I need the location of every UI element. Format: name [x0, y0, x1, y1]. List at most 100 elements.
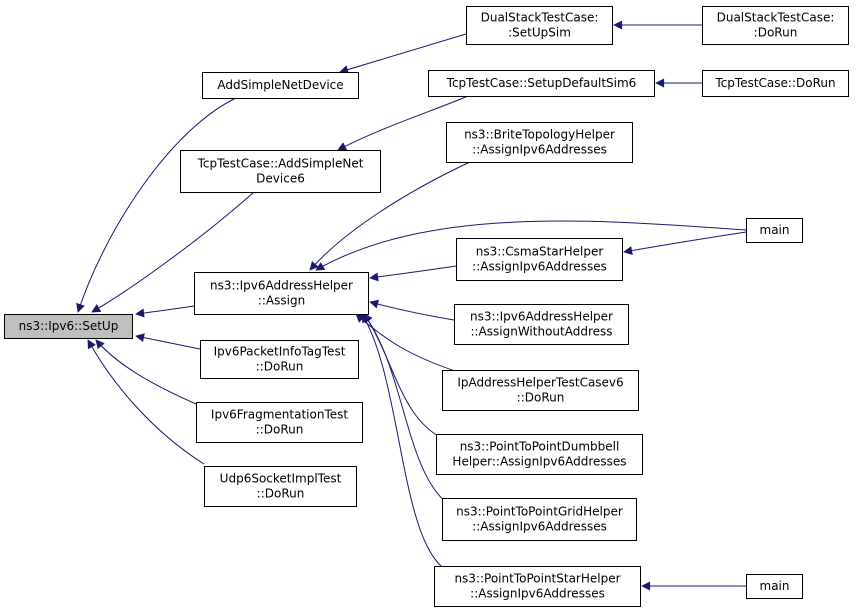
node-label-line: main — [760, 223, 790, 237]
node-label-line: :DoRun — [754, 26, 798, 40]
edge-iptest-to-assign — [355, 313, 459, 373]
node-main1[interactable]: main — [746, 218, 803, 243]
node-star[interactable]: ns3::PointToPointStarHelper::AssignIpv6A… — [434, 566, 641, 607]
edge-tcp_add6-to-setup — [91, 191, 255, 313]
node-label-line: ::DoRun — [256, 423, 304, 437]
edge-add_simple-to-setup — [76, 97, 237, 313]
edge-line — [76, 97, 237, 313]
node-box — [702, 6, 849, 45]
node-box — [746, 218, 803, 243]
node-main2[interactable]: main — [746, 574, 803, 599]
node-box — [4, 314, 133, 339]
node-label-line: ::AssignIpv6Addresses — [472, 520, 607, 534]
edge-main1-to-csma — [623, 231, 747, 256]
node-label-line: TcpTestCase::DoRun — [714, 76, 835, 90]
node-label-line: main — [760, 579, 790, 593]
edge-line — [315, 220, 747, 271]
node-box — [436, 434, 643, 475]
node-label-line: Ipv6FragmentationTest — [211, 408, 348, 422]
edge-assign-to-setup — [135, 305, 195, 318]
edge-line — [339, 33, 467, 74]
node-label-line: AddSimpleNetDevice — [217, 78, 343, 92]
edge-line — [361, 313, 447, 571]
edge-dumbbell-to-assign — [363, 313, 447, 441]
node-label-line: ns3::Ipv6AddressHelper — [210, 279, 353, 293]
edge-star-to-assign — [361, 313, 447, 571]
edge-pktinfo-to-setup — [135, 333, 201, 350]
edge-line — [337, 95, 469, 151]
node-label-line: Udp6SocketImplTest — [220, 472, 342, 486]
edge-line — [309, 161, 471, 271]
edge-udp6-to-setup — [87, 339, 205, 465]
edge-ds_setup-to-add_simple — [339, 33, 467, 74]
node-label-line: ::AssignIpv6Addresses — [472, 143, 607, 157]
node-tcp_dorun[interactable]: TcpTestCase::DoRun — [702, 70, 849, 97]
node-box — [434, 566, 641, 607]
node-box — [204, 466, 357, 507]
node-ds_dorun[interactable]: DualStackTestCase::DoRun — [702, 6, 849, 45]
edge-without-to-assign — [369, 299, 455, 321]
node-box — [442, 370, 639, 411]
node-label-line: ::Assign — [258, 294, 305, 308]
node-label-line: ::DoRun — [256, 360, 304, 374]
edge-line — [369, 299, 455, 321]
edge-csma-to-assign — [369, 265, 457, 282]
node-label-line: ns3::Ipv6::SetUp — [19, 319, 119, 333]
node-label-line: ns3::BriteTopologyHelper — [464, 128, 615, 142]
node-tcp_setup[interactable]: TcpTestCase::SetupDefaultSim6 — [428, 70, 655, 97]
node-label-line: Helper::AssignIpv6Addresses — [452, 455, 626, 469]
node-label-line: TcpTestCase::SetupDefaultSim6 — [446, 76, 637, 90]
edge-brite-to-assign — [309, 161, 471, 271]
edge-line — [95, 339, 197, 405]
edge-line — [363, 313, 449, 505]
node-label-line: ::AssignWithoutAddress — [470, 325, 612, 339]
node-label-line: ::AssignIpv6Addresses — [472, 260, 607, 274]
node-box — [746, 574, 803, 599]
node-box — [454, 304, 629, 345]
nodes-layer: ns3::Ipv6::SetUpAddSimpleNetDeviceTcpTes… — [4, 6, 849, 607]
node-box — [466, 6, 613, 45]
node-box — [200, 340, 359, 379]
node-box — [202, 72, 359, 99]
node-label-line: Device6 — [256, 172, 305, 186]
node-box — [442, 498, 637, 541]
node-grid[interactable]: ns3::PointToPointGridHelper::AssignIpv6A… — [442, 498, 637, 541]
edge-line — [369, 265, 457, 282]
node-ds_setup[interactable]: DualStackTestCase::SetUpSim — [466, 6, 613, 45]
node-label-line: TcpTestCase::AddSimpleNet — [197, 157, 364, 171]
node-udp6[interactable]: Udp6SocketImplTest::DoRun — [204, 466, 357, 507]
node-box — [180, 150, 381, 193]
node-setup[interactable]: ns3::Ipv6::SetUp — [4, 314, 133, 339]
edge-grid-to-assign — [363, 313, 449, 505]
node-frag[interactable]: Ipv6FragmentationTest::DoRun — [196, 402, 363, 443]
node-dumbbell[interactable]: ns3::PointToPointDumbbellHelper::AssignI… — [436, 434, 643, 475]
node-box — [428, 70, 655, 97]
node-add_simple[interactable]: AddSimpleNetDevice — [202, 72, 359, 99]
edge-line — [363, 313, 447, 441]
node-brite[interactable]: ns3::BriteTopologyHelper::AssignIpv6Addr… — [446, 122, 633, 163]
node-label-line: DualStackTestCase: — [717, 11, 835, 25]
node-without[interactable]: ns3::Ipv6AddressHelper::AssignWithoutAdd… — [454, 304, 629, 345]
node-pktinfo[interactable]: Ipv6PacketInfoTagTest::DoRun — [200, 340, 359, 379]
node-box — [446, 122, 633, 163]
edge-line — [623, 231, 747, 256]
node-box — [194, 272, 369, 315]
node-label-line: ::AssignIpv6Addresses — [470, 587, 605, 601]
node-label-line: ns3::Ipv6AddressHelper — [470, 310, 613, 324]
node-csma[interactable]: ns3::CsmaStarHelper::AssignIpv6Addresses — [456, 238, 623, 281]
edge-main1-to-assign — [315, 220, 747, 271]
edge-frag-to-setup — [95, 339, 197, 405]
node-label-line: ns3::PointToPointDumbbell — [460, 440, 620, 454]
node-box — [702, 70, 849, 97]
edge-line — [91, 191, 255, 313]
node-assign[interactable]: ns3::Ipv6AddressHelper::Assign — [194, 272, 369, 315]
node-label-line: ::DoRun — [257, 487, 305, 501]
node-box — [456, 238, 623, 281]
node-label-line: ns3::PointToPointStarHelper — [454, 572, 620, 586]
node-label-line: ::DoRun — [517, 391, 565, 405]
node-label-line: Ipv6PacketInfoTagTest — [214, 345, 346, 359]
node-iptest[interactable]: IpAddressHelperTestCasev6::DoRun — [442, 370, 639, 411]
edge-line — [87, 339, 205, 465]
